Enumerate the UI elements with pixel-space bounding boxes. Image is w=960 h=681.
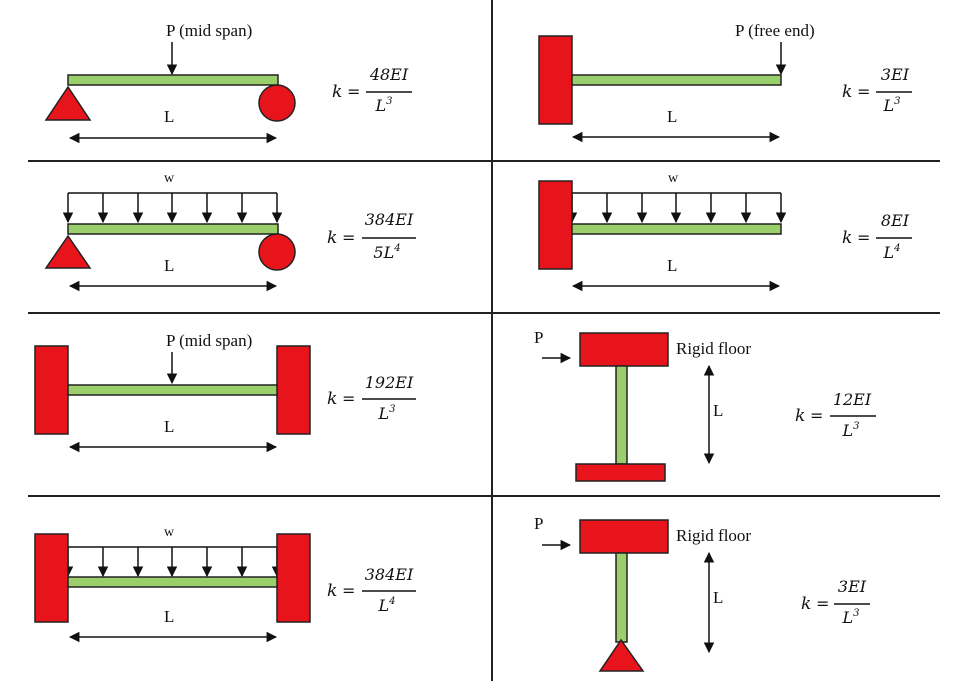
svg-text:12EI: 12EI bbox=[833, 390, 872, 409]
svg-text:L4: L4 bbox=[883, 243, 901, 262]
svg-text:3EI: 3EI bbox=[881, 65, 910, 84]
stiffness-formula: k = 384EI 5L4 bbox=[327, 210, 416, 262]
svg-text:=: = bbox=[857, 82, 870, 101]
load-label: w bbox=[164, 525, 175, 540]
stiffness-formula: k = 8EI L4 bbox=[842, 211, 912, 262]
beam bbox=[571, 74, 782, 86]
distributed-load-arrows bbox=[566, 193, 787, 224]
beam bbox=[67, 384, 278, 396]
svg-text:L3: L3 bbox=[842, 608, 860, 627]
length-label: L bbox=[713, 401, 723, 420]
length-label: L bbox=[713, 588, 723, 607]
svg-text:=: = bbox=[347, 82, 360, 101]
fixed-support-left bbox=[34, 533, 69, 623]
svg-text:5L4: 5L4 bbox=[373, 243, 400, 262]
svg-text:384EI: 384EI bbox=[365, 210, 414, 229]
beam bbox=[67, 74, 279, 86]
svg-text:48EI: 48EI bbox=[369, 65, 409, 84]
length-label: L bbox=[164, 607, 174, 626]
svg-text:L3: L3 bbox=[883, 96, 901, 115]
case-simply-supported-distributed-load: w L k = 384EI 5L4 bbox=[44, 171, 416, 292]
column bbox=[615, 552, 628, 643]
svg-text:=: = bbox=[857, 228, 870, 247]
stiffness-formula: k = 384EI L4 bbox=[327, 565, 416, 615]
svg-text:=: = bbox=[342, 228, 355, 247]
svg-text:L3: L3 bbox=[842, 421, 860, 440]
stiffness-formula: k = 3EI L3 bbox=[801, 577, 870, 627]
svg-text:=: = bbox=[810, 406, 823, 425]
svg-text:k: k bbox=[327, 389, 337, 409]
column bbox=[615, 365, 628, 465]
svg-text:L3: L3 bbox=[378, 404, 396, 423]
case-column-rigid-floor-fixed: P Rigid floor L k = 12EI L3 bbox=[534, 328, 876, 482]
length-label: L bbox=[667, 256, 677, 275]
length-label: L bbox=[164, 417, 174, 436]
svg-text:8EI: 8EI bbox=[881, 211, 910, 230]
case-cantilever-point-load: P (free end) L k = 3EI L3 bbox=[538, 21, 912, 143]
svg-text:k: k bbox=[842, 82, 852, 102]
stiffness-formula: k = 192EI L3 bbox=[327, 373, 416, 423]
grid-lines bbox=[28, 0, 940, 681]
svg-text:3EI: 3EI bbox=[838, 577, 867, 596]
stiffness-formula: k = 3EI L3 bbox=[842, 65, 912, 115]
case-fixed-fixed-point-load: P (mid span) L k = 192EI L3 bbox=[34, 331, 416, 453]
svg-text:L3: L3 bbox=[375, 96, 393, 115]
svg-text:k: k bbox=[327, 581, 337, 601]
pin-support bbox=[598, 638, 645, 672]
floor-label: Rigid floor bbox=[676, 526, 751, 545]
pin-support bbox=[44, 234, 92, 269]
fixed-support bbox=[538, 35, 573, 125]
length-label: L bbox=[667, 107, 677, 126]
svg-text:192EI: 192EI bbox=[365, 373, 414, 392]
svg-text:k: k bbox=[795, 406, 805, 426]
case-cantilever-distributed-load: w L k = 8EI L4 bbox=[538, 171, 912, 292]
pin-support bbox=[44, 85, 92, 121]
beam bbox=[67, 223, 279, 235]
length-label: L bbox=[164, 256, 174, 275]
svg-text:=: = bbox=[816, 594, 829, 613]
floor-label: Rigid floor bbox=[676, 339, 751, 358]
rigid-floor bbox=[579, 332, 669, 367]
roller-support bbox=[258, 84, 296, 122]
fixed-support-right bbox=[276, 345, 311, 435]
fixed-support bbox=[538, 180, 573, 270]
stiffness-formula: k = 12EI L3 bbox=[795, 390, 876, 440]
fixed-support-right bbox=[276, 533, 311, 623]
beam bbox=[571, 223, 782, 235]
fixed-base bbox=[575, 463, 666, 482]
load-label: P (mid span) bbox=[166, 21, 252, 40]
load-label: w bbox=[164, 171, 175, 186]
load-label: w bbox=[668, 171, 679, 186]
rigid-floor bbox=[579, 519, 669, 554]
roller-support bbox=[258, 233, 296, 271]
case-simply-supported-point-load: P (mid span) L k = 48EI L3 bbox=[44, 21, 412, 144]
stiffness-formula: k = 48EI L3 bbox=[332, 65, 412, 115]
load-label: P bbox=[534, 328, 543, 347]
fixed-support-left bbox=[34, 345, 69, 435]
svg-text:=: = bbox=[342, 581, 355, 600]
beam bbox=[67, 576, 278, 588]
length-label: L bbox=[164, 107, 174, 126]
case-column-rigid-floor-pinned: P Rigid floor L k = 3EI L3 bbox=[534, 514, 870, 672]
load-label: P (mid span) bbox=[166, 331, 252, 350]
svg-text:k: k bbox=[332, 82, 342, 102]
svg-text:=: = bbox=[342, 389, 355, 408]
load-label: P bbox=[534, 514, 543, 533]
distributed-load-arrows bbox=[62, 547, 283, 578]
case-fixed-fixed-distributed-load: w L k = 384EI L4 bbox=[34, 525, 416, 643]
svg-text:L4: L4 bbox=[378, 596, 396, 615]
svg-text:k: k bbox=[327, 228, 337, 248]
distributed-load-arrows bbox=[62, 193, 283, 224]
svg-text:k: k bbox=[842, 228, 852, 248]
load-label: P (free end) bbox=[735, 21, 815, 40]
svg-text:k: k bbox=[801, 594, 811, 614]
svg-text:384EI: 384EI bbox=[365, 565, 414, 584]
